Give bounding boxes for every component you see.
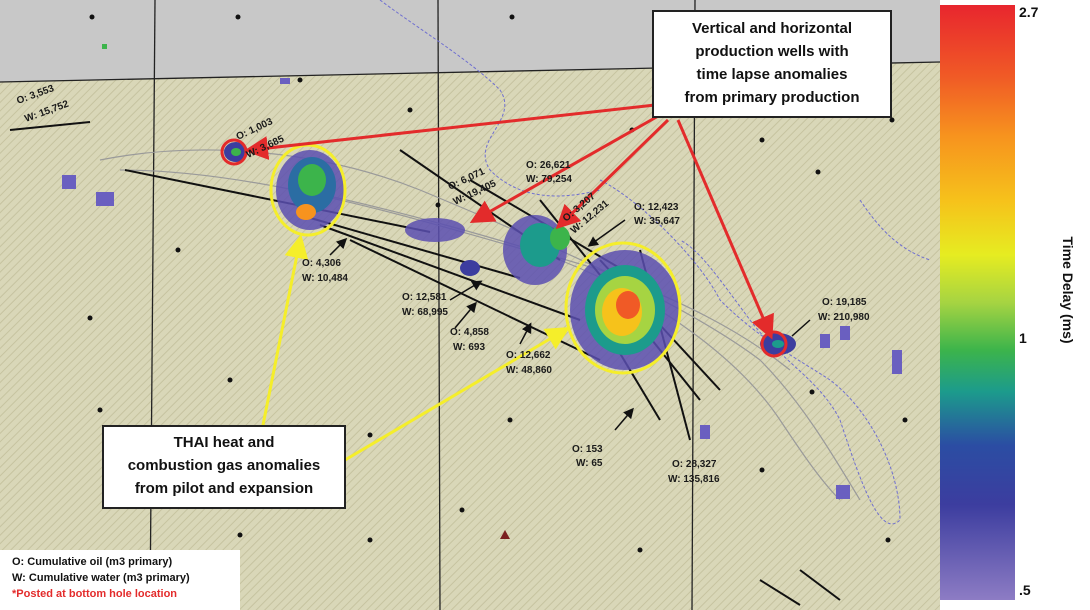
callout-line: from pilot and expansion: [134, 480, 314, 497]
callout-line: production wells with: [695, 43, 849, 60]
well-marker-green: [102, 44, 107, 49]
well-label-water: W: 693: [453, 342, 485, 353]
well-label-water: W: 210,980: [818, 312, 870, 323]
anomaly-cluster-west-well: [224, 142, 248, 162]
well-label-water: W: 65: [576, 458, 603, 469]
well-label-oil: O: 12,581: [402, 292, 447, 303]
production-arrows: [244, 103, 774, 340]
highlight-circle-east: [760, 330, 788, 358]
callout-line: time lapse anomalies: [696, 66, 848, 83]
colorbar-min-label: .5: [1019, 582, 1031, 598]
map-legend: O: Cumulative oil (m3 primary) W: Cumula…: [0, 550, 240, 610]
anomaly-cluster-central: [405, 215, 570, 285]
well-label-oil: O: 19,185: [822, 297, 867, 308]
anomaly-cluster-pilot: [276, 150, 344, 230]
well-label-oil: O: 12,423: [634, 202, 679, 213]
well-label-oil: O: 26,621: [526, 160, 571, 171]
colorbar-title: Time Delay (ms): [1060, 236, 1076, 344]
well-label-water: W: 48,860: [506, 365, 552, 376]
callout-line: Vertical and horizontal: [691, 20, 853, 37]
production-wells-callout: Vertical and horizontal production wells…: [652, 10, 892, 118]
well-marker-triangle: [500, 530, 510, 539]
callout-line: THAI heat and: [173, 434, 275, 451]
legend-oil: O: Cumulative oil (m3 primary): [12, 556, 173, 568]
thai-ellipse-expansion: [564, 241, 682, 375]
well-label-oil: O: 28,327: [672, 459, 717, 470]
well-label-water: W: 10,484: [302, 273, 348, 284]
colorbar-mid-label: 1: [1019, 330, 1027, 346]
well-label-water: W: 79,254: [526, 174, 572, 185]
well-label-oil: O: 4,306: [302, 258, 341, 269]
callout-line: from primary production: [684, 89, 860, 106]
time-delay-colorbar: [940, 5, 1015, 600]
well-label-water: W: 35,647: [634, 216, 680, 227]
label-pointers: [329, 219, 811, 431]
well-label-water: W: 135,816: [668, 474, 720, 485]
anomaly-scattered: [62, 78, 902, 499]
legend-water: W: Cumulative water (m3 primary): [12, 572, 190, 584]
well-label-oil: O: 4,858: [450, 327, 489, 338]
well-label-oil: O: 153: [572, 444, 603, 455]
well-label-water: W: 68,995: [402, 307, 448, 318]
well-label-oil: O: 12,662: [506, 350, 551, 361]
thai-anomaly-callout: THAI heat and combustion gas anomalies f…: [102, 425, 346, 509]
callout-line: combustion gas anomalies: [127, 457, 321, 474]
colorbar-max-label: 2.7: [1019, 4, 1039, 20]
anomaly-cluster-expansion: [570, 250, 680, 370]
thai-arrows: [260, 234, 571, 462]
legend-note: *Posted at bottom hole location: [12, 588, 178, 600]
